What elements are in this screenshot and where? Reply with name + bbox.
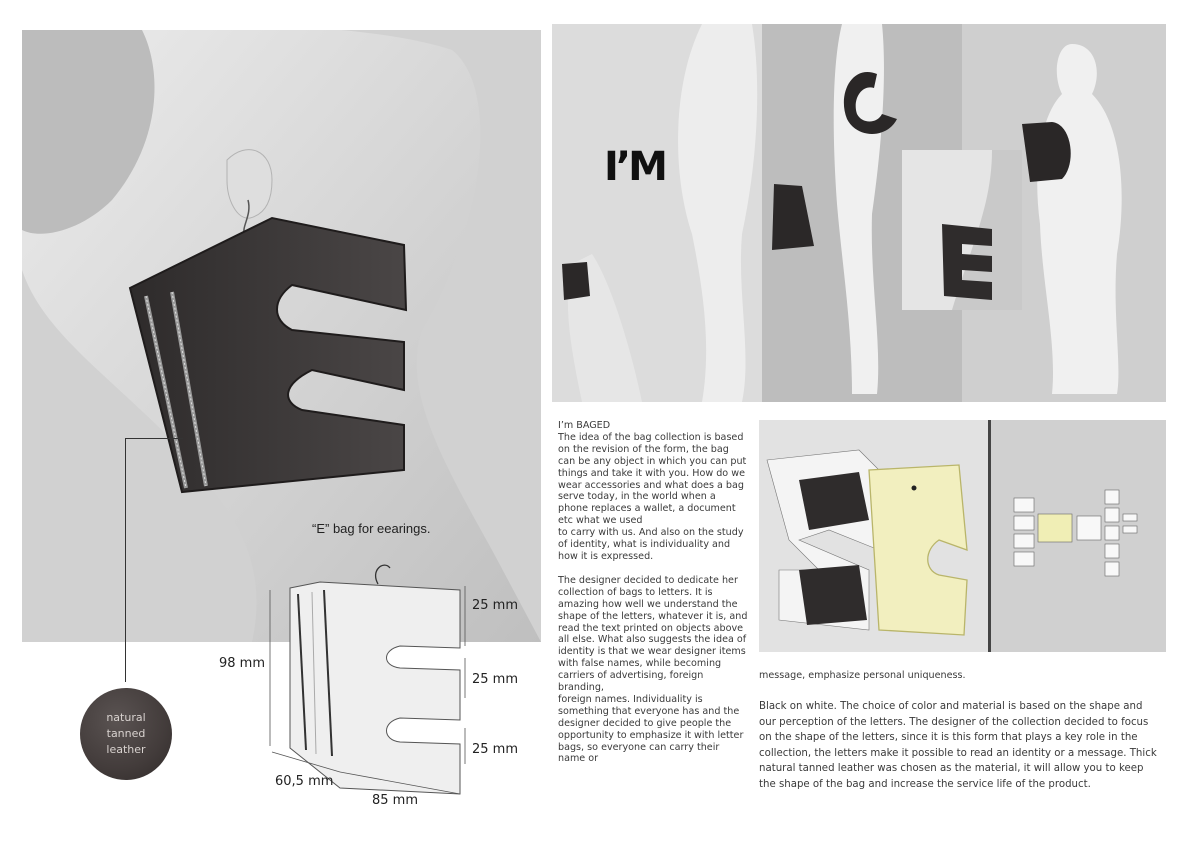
earring-bag-caption: “E” bag for eearings. [312, 521, 431, 536]
description-column-left: I’m BAGED The idea of the bag collection… [558, 420, 748, 765]
technical-drawing [269, 564, 466, 795]
paragraph-3: Black on white. The choice of color and … [759, 701, 1157, 790]
swatch-line-1: natural [106, 711, 146, 724]
earring-bag-photo [22, 30, 541, 642]
paragraph-1: The idea of the bag collection is based … [558, 431, 747, 527]
paragraph-2b: foreign names. Individuality is somethin… [558, 693, 744, 765]
article-title: I’m BAGED [558, 420, 611, 431]
3d-pattern-render [759, 420, 1166, 652]
dimension-middle-segment: 25 mm [472, 672, 519, 687]
paragraph-continuation: message, emphasize personal uniqueness. [759, 670, 966, 681]
dimension-depth: 60,5 mm [275, 774, 334, 789]
collage-overlay-text: I’M [604, 144, 668, 190]
dimension-width: 85 mm [372, 793, 419, 808]
mannequin-collage: I’M [552, 24, 1166, 402]
leader-line-horizontal [125, 438, 183, 439]
leather-swatch: natural tanned leather [80, 688, 172, 780]
paragraph-2: The designer decided to dedicate her col… [558, 574, 748, 694]
swatch-line-2: tanned [106, 727, 146, 740]
description-column-right: Black on white. The choice of color and … [759, 699, 1159, 793]
dimension-top-segment: 25 mm [472, 598, 519, 613]
dimension-bottom-segment: 25 mm [472, 742, 519, 757]
description-continuation: message, emphasize personal uniqueness. [759, 670, 1161, 682]
paragraph-1b: to carry with us. And also on the study … [558, 527, 744, 562]
dimension-height: 98 mm [219, 656, 266, 671]
swatch-line-3: leather [106, 743, 146, 756]
leader-line-vertical [125, 438, 126, 682]
